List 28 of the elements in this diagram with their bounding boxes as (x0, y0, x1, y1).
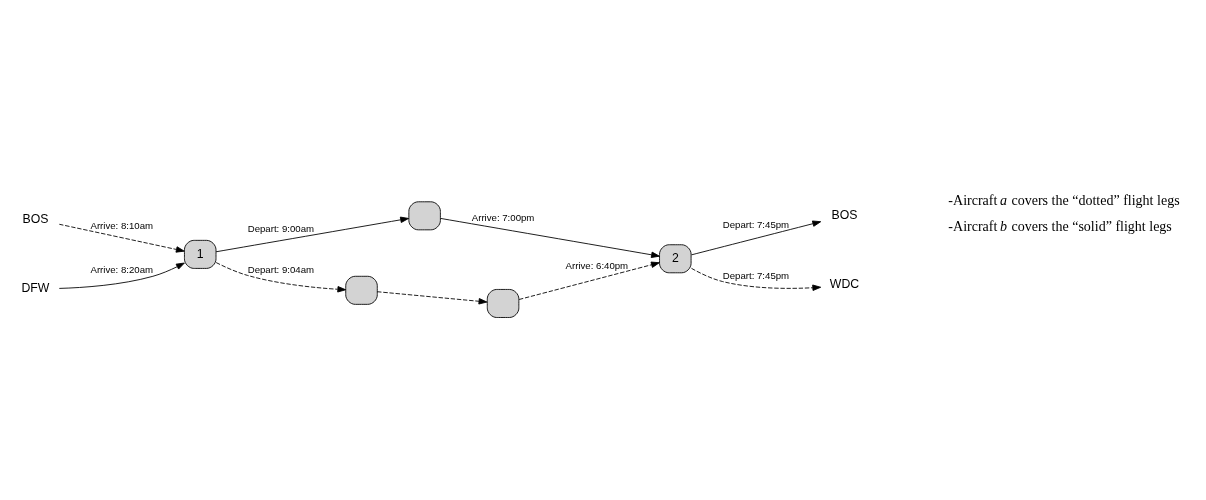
node-box: 2 (659, 244, 692, 274)
node-box (486, 289, 520, 318)
edge-label: Arrive: 6:40pm (565, 260, 629, 272)
edge-label: Arrive: 8:10am (90, 219, 154, 231)
node-text: WDC (829, 277, 860, 292)
node-box (345, 275, 378, 305)
edge-label: Depart: 7:45pm (722, 269, 790, 281)
arrow (58, 223, 185, 253)
arrow (690, 220, 822, 256)
arrow (58, 262, 185, 289)
arrow (215, 262, 347, 293)
edge-label: Arrive: 7:00pm (471, 211, 535, 223)
node-text: BOS (22, 211, 49, 226)
edge-label: Depart: 9:04am (247, 263, 315, 275)
label: -Aircraft b covers the “solid” flight legs (948, 219, 1172, 235)
arrow (215, 216, 409, 253)
edge-label: Depart: 9:00am (247, 223, 315, 235)
node-box: 1 (184, 239, 217, 269)
label: -Aircraft a covers the “dotted” flight legs (948, 193, 1180, 209)
node-box (408, 201, 441, 231)
arrow (376, 291, 488, 305)
node-text: BOS (831, 208, 858, 223)
node-text: DFW (21, 280, 50, 295)
arrow (440, 218, 660, 258)
edge-label: Depart: 7:45pm (722, 218, 790, 230)
arrow (518, 261, 660, 300)
edge-label: Arrive: 8:20am (90, 264, 154, 276)
arrow (691, 267, 822, 291)
